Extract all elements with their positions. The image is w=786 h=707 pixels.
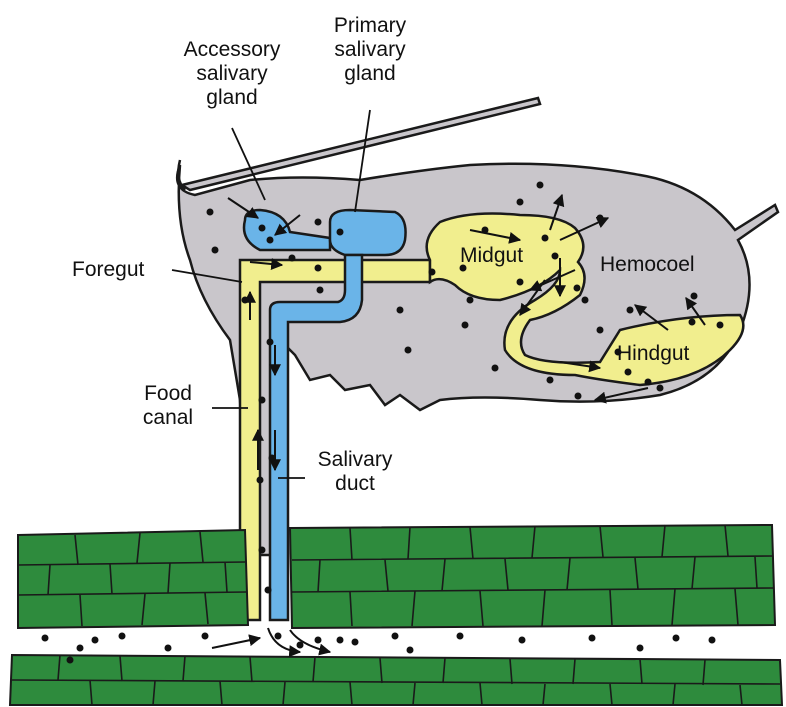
label-primary-salivary-gland: Primary salivary gland bbox=[310, 14, 430, 86]
label-hindgut: Hindgut bbox=[617, 342, 689, 366]
plant-upper-right bbox=[290, 525, 775, 628]
label-hemocoel: Hemocoel bbox=[600, 253, 695, 277]
label-accessory-salivary-gland: Accessory salivary gland bbox=[162, 38, 302, 110]
plant-upper-left bbox=[18, 530, 248, 628]
label-food-canal: Food canal bbox=[128, 382, 208, 430]
label-foregut: Foregut bbox=[72, 258, 144, 282]
label-salivary-duct: Salivary duct bbox=[300, 448, 410, 496]
plant-tissue bbox=[10, 525, 782, 705]
label-midgut: Midgut bbox=[460, 244, 523, 268]
